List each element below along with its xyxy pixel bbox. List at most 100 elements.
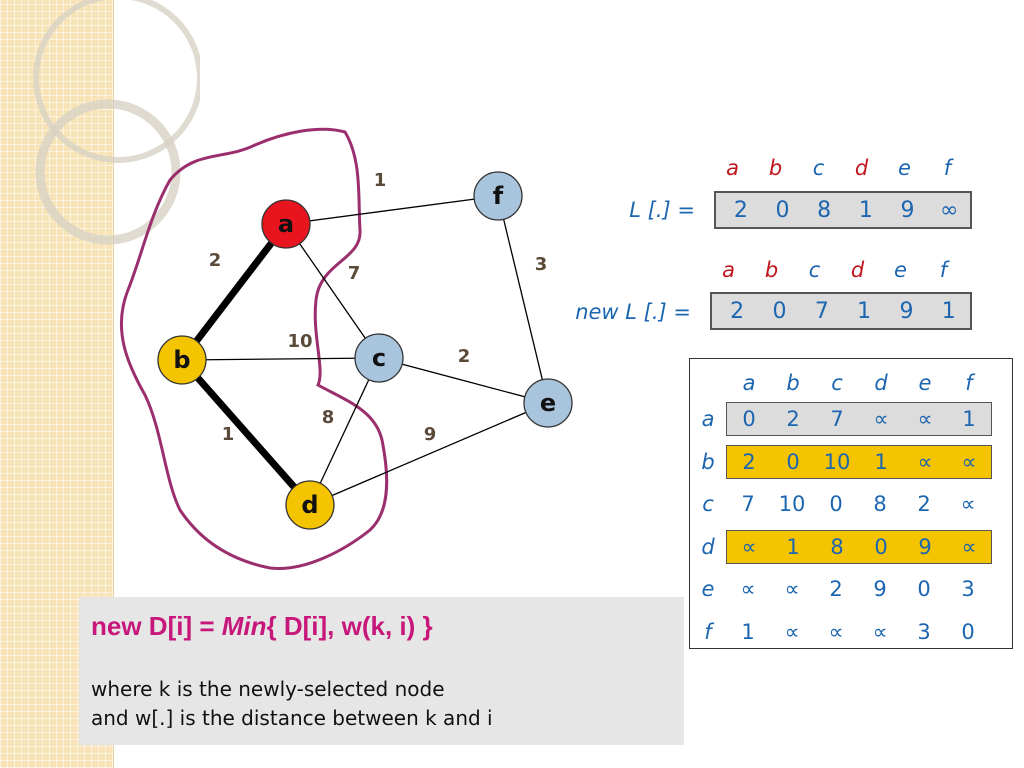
matrix-cell-b-e: ∝ (917, 449, 933, 474)
new-L-value-a: 2 (730, 298, 745, 324)
formula-prefix: new D[i] = (91, 611, 222, 641)
node-label-f: f (493, 182, 504, 210)
matrix-cell-e-d: 9 (873, 577, 887, 601)
L-value-e: 9 (900, 197, 915, 223)
new-L-vector-label: new L [.] = (575, 300, 691, 324)
new-L-value-e: 9 (899, 298, 914, 324)
edge-c-e (378, 357, 549, 404)
formula-suffix: { D[i], w(k, i) } (266, 611, 433, 641)
matrix-row-label-e: e (701, 577, 715, 601)
matrix-cell-d-a: ∝ (741, 534, 757, 559)
L-value-a: 2 (733, 197, 748, 223)
edge-weight-c-d: 8 (322, 407, 335, 428)
edge-weight-c-e: 2 (458, 346, 471, 367)
new-L-header-f: f (939, 258, 948, 282)
matrix-row-label-f: f (704, 619, 712, 644)
matrix-cell-d-c: 8 (830, 534, 844, 559)
matrix-cell-c-a: 7 (741, 492, 755, 516)
node-b: b (157, 335, 207, 385)
edge-d-e (309, 402, 549, 506)
edge-b-d (179, 357, 313, 508)
edge-weight-a-c: 7 (348, 263, 361, 284)
matrix-cell-b-b: 0 (786, 449, 800, 474)
node-d: d (285, 480, 335, 530)
new-L-header-c: c (808, 258, 821, 282)
matrix-row-label-d: d (701, 534, 715, 559)
matrix-cell-b-f: ∝ (961, 449, 977, 474)
matrix-col-header-a: a (742, 371, 756, 395)
matrix-cell-e-f: 3 (961, 577, 975, 601)
new-L-value-b: 0 (772, 298, 787, 324)
L-header-a: a (726, 156, 739, 180)
L-header-b: b (768, 156, 783, 180)
matrix-cell-f-b: ∝ (784, 619, 800, 644)
matrix-row-label-c: c (702, 492, 714, 516)
L-header-d: d (854, 156, 869, 180)
matrix-cell-a-c: 7 (830, 407, 844, 431)
new-L-header-b: b (764, 258, 779, 282)
node-f: f (473, 171, 523, 221)
edge-a-c (285, 223, 380, 359)
matrix-col-header-f: f (965, 371, 973, 395)
node-e: e (523, 378, 573, 428)
matrix-cell-e-c: 2 (829, 577, 843, 601)
edge-weight-b-d: 1 (222, 424, 235, 445)
edge-weight-b-c: 10 (287, 331, 312, 352)
edge-f-e (497, 195, 549, 404)
node-c: c (354, 333, 404, 383)
matrix-cell-d-b: 1 (786, 534, 800, 559)
new-L-header-d: d (850, 258, 865, 282)
matrix-row-label-b: b (701, 449, 715, 474)
matrix-cell-f-f: 0 (961, 619, 975, 644)
node-label-d: d (301, 491, 318, 519)
node-label-e: e (540, 389, 556, 417)
matrix-cell-c-c: 0 (829, 492, 843, 516)
matrix-col-header-e: e (918, 371, 932, 395)
new-L-value-f: 1 (941, 298, 956, 324)
matrix-cell-c-d: 8 (873, 492, 887, 516)
matrix-col-header-c: c (831, 371, 843, 395)
explanation-line-2: and w[.] is the distance between k and i (91, 706, 493, 730)
matrix-cell-a-e: ∝ (917, 407, 933, 431)
L-value-b: 0 (775, 197, 790, 223)
matrix-cell-f-d: ∝ (872, 619, 888, 644)
matrix-cell-d-f: ∝ (961, 534, 977, 559)
edge-weight-f-e: 3 (535, 254, 548, 275)
matrix-cell-a-d: ∝ (873, 407, 889, 431)
matrix-cell-f-e: 3 (917, 619, 931, 644)
explanation-line-1: where k is the newly-selected node (91, 677, 445, 701)
new-L-value-d: 1 (857, 298, 872, 324)
matrix-cell-c-b: 10 (778, 492, 806, 516)
matrix-cell-a-a: 0 (742, 407, 756, 431)
matrix-row-label-a: a (701, 407, 715, 431)
matrix-cell-b-c: 10 (823, 449, 851, 474)
formula-min: Min (221, 611, 267, 641)
update-formula: new D[i] = Min{ D[i], w(k, i) } (91, 611, 433, 642)
matrix-col-header-b: b (786, 371, 800, 395)
edge-b-c (181, 357, 380, 361)
formula-explanation: where k is the newly-selected node and w… (91, 675, 493, 733)
matrix-cell-e-a: ∝ (740, 577, 756, 601)
edge-weight-a-b: 2 (209, 250, 222, 271)
L-header-c: c (812, 156, 825, 180)
node-a: a (261, 199, 311, 249)
matrix-cell-c-e: 2 (917, 492, 931, 516)
edge-weight-a-f: 1 (374, 170, 387, 191)
matrix-cell-f-a: 1 (741, 619, 755, 644)
matrix-cell-a-b: 2 (786, 407, 800, 431)
L-header-f: f (943, 156, 952, 180)
formula-box: new D[i] = Min{ D[i], w(k, i) } where k … (79, 597, 684, 745)
